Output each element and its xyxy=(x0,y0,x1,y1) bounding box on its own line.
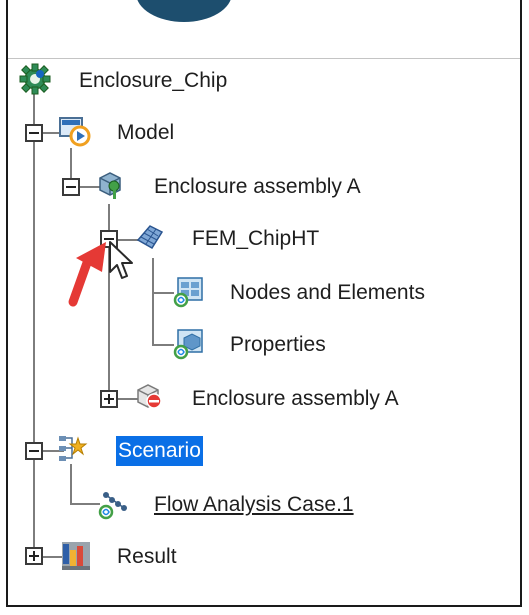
tree-line-model-children xyxy=(70,148,72,188)
tree-line-fem-children xyxy=(152,258,154,344)
scenario-icon[interactable] xyxy=(56,432,90,466)
result-icon[interactable] xyxy=(58,538,92,572)
assembly-a-expander[interactable] xyxy=(62,178,80,196)
tree-item-enclosure-assembly-a-2[interactable]: Enclosure assembly A xyxy=(192,387,399,410)
compass-widget[interactable] xyxy=(136,0,232,22)
properties-icon[interactable] xyxy=(172,326,206,360)
tree-line-assembly2 xyxy=(108,398,140,400)
assembly-a2-expander[interactable] xyxy=(100,390,118,408)
tree-line-assembly-children xyxy=(108,204,110,400)
annotation-arrow-icon xyxy=(66,236,112,313)
tree-item-flow-analysis-case[interactable]: Flow Analysis Case.1 xyxy=(154,493,354,516)
assembly-key-icon[interactable] xyxy=(94,168,128,202)
tree-line-scenario xyxy=(34,450,64,452)
tree-item-scenario[interactable]: Scenario xyxy=(116,436,203,466)
tree-line-root xyxy=(33,92,35,552)
tree-item-enclosure-chip[interactable]: Enclosure_Chip xyxy=(79,69,228,92)
specification-tree: Enclosure_Chip Model Enclosure assembly … xyxy=(8,0,520,605)
tree-item-properties[interactable]: Properties xyxy=(230,333,326,356)
tree-line-assembly xyxy=(70,186,102,188)
spec-tree-panel: Enclosure_Chip Model Enclosure assembly … xyxy=(6,0,522,607)
tree-line-flow xyxy=(70,503,100,505)
gear-icon[interactable] xyxy=(18,62,52,96)
deactivated-assembly-icon[interactable] xyxy=(132,380,166,414)
tree-line-properties xyxy=(152,344,174,346)
scenario-expander[interactable] xyxy=(25,442,43,460)
tree-item-enclosure-assembly-a[interactable]: Enclosure assembly A xyxy=(154,175,361,198)
flow-analysis-icon[interactable] xyxy=(96,486,130,520)
tree-item-model[interactable]: Model xyxy=(117,121,175,144)
nodes-elements-icon[interactable] xyxy=(172,274,206,308)
mouse-pointer-icon xyxy=(108,240,136,289)
tree-item-result[interactable]: Result xyxy=(117,545,177,568)
tree-line-result xyxy=(34,556,66,558)
model-analysis-icon[interactable] xyxy=(58,114,92,148)
toolbar-strip xyxy=(8,0,520,59)
tree-item-fem-chipht[interactable]: FEM_ChipHT xyxy=(192,227,320,250)
tree-line-scenario-children xyxy=(70,464,72,504)
tree-line-fem xyxy=(108,239,140,241)
result-expander[interactable] xyxy=(25,547,43,565)
tree-item-nodes-and-elements[interactable]: Nodes and Elements xyxy=(230,281,425,304)
tree-line-nodes xyxy=(152,292,174,294)
tree-line-model xyxy=(34,132,70,134)
model-expander[interactable] xyxy=(25,124,43,142)
fem-mesh-icon[interactable] xyxy=(132,220,166,254)
